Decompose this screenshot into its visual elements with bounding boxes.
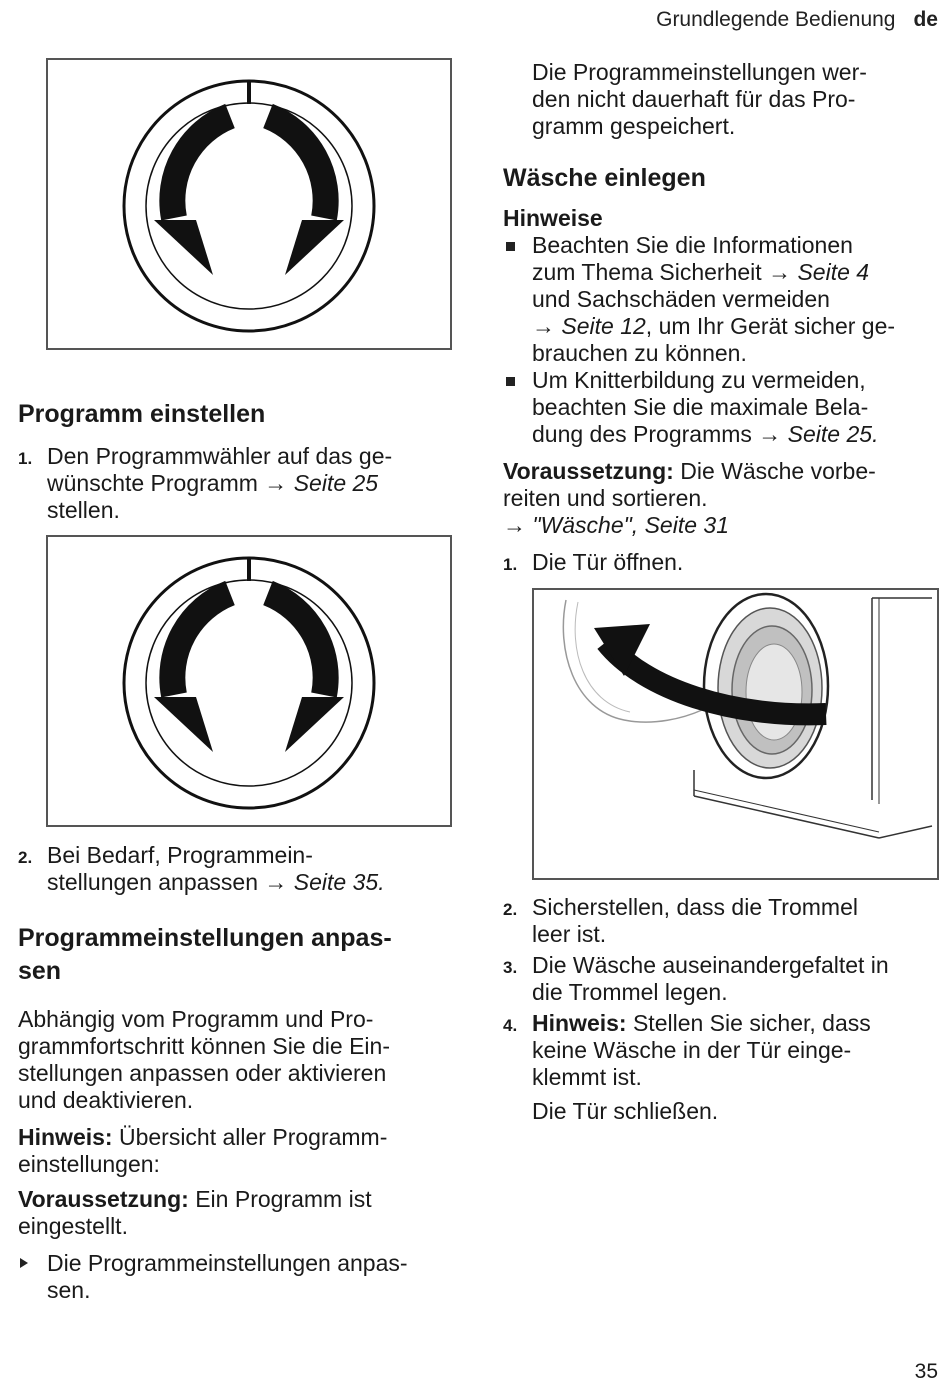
prerequisite: Voraussetzung: Ein Programm ist eingeste… [18,1186,372,1239]
page-reference-link[interactable]: Seite 4 [797,259,870,285]
dial-figure-2 [46,535,452,827]
step-4: 4. Hinweis: Stellen Sie sicher, dass kei… [503,1010,871,1124]
step-number: 1. [503,555,518,574]
heading-hinweise: Hinweise [503,205,603,231]
step-number: 2. [503,900,518,919]
note-hinweis: Hinweis: Übersicht aller Programm- einst… [18,1124,388,1177]
paragraph-abhaengig: Abhängig vom Programm und Pro- grammfort… [18,1006,390,1113]
step-1: 1. Die Tür öffnen. [503,549,939,576]
page-reference-link[interactable]: Seite 25 [293,470,379,496]
note-bullet-1: Beachten Sie die Informationen zum Thema… [503,232,939,367]
header-section: Grundlegende Bedienung [656,8,896,31]
program-dial-icon [122,79,376,333]
page-reference-link[interactable]: "Wäsche", Seite 31 [532,512,729,538]
square-bullet-icon [506,377,515,386]
heading-waesche-einlegen: Wäsche einlegen [503,164,706,192]
action-step: Die Programmeinstellungen anpas- sen. [18,1250,450,1304]
page-number: 35 [914,1360,938,1383]
step-number: 4. [503,1016,518,1035]
step-number: 3. [503,958,518,977]
step-1: 1. Den Programmwähler auf das ge- wünsch… [18,443,393,523]
step-2: 2. Sicherstellen, dass die Trommel leer … [503,894,858,947]
step-number: 1. [18,449,33,468]
note-bullet-2: Um Knitterbildung zu vermeiden, beachten… [503,367,939,448]
door-opening-figure [532,588,939,880]
step-3: 3. Die Wäsche auseinandergefaltet in die… [503,952,889,1005]
header-language: de [913,8,938,31]
page-reference-link[interactable]: Seite 35 [293,869,379,895]
dial-figure-1 [46,58,452,350]
page-header: Grundlegende Bedienung de [656,8,938,32]
page-reference-link[interactable]: Seite 25 [787,421,873,447]
heading-programmeinstellungen-anpassen: Programmeinstellungen anpas-sen [18,924,392,985]
prerequisite: Voraussetzung: Die Wäsche vorbe- reiten … [503,458,876,538]
washing-machine-door-icon [562,592,933,839]
triangle-bullet-icon [20,1258,28,1268]
heading-programm-einstellen: Programm einstellen [18,400,266,428]
step-number: 2. [18,848,33,867]
square-bullet-icon [506,242,515,251]
program-dial-icon [122,556,376,810]
paragraph-continued: Die Programmeinstellungen wer- den nicht… [532,59,867,139]
step-2: 2. Bei Bedarf, Programmein- stellungen a… [18,842,385,895]
page-reference-link[interactable]: Seite 12 [561,313,646,339]
